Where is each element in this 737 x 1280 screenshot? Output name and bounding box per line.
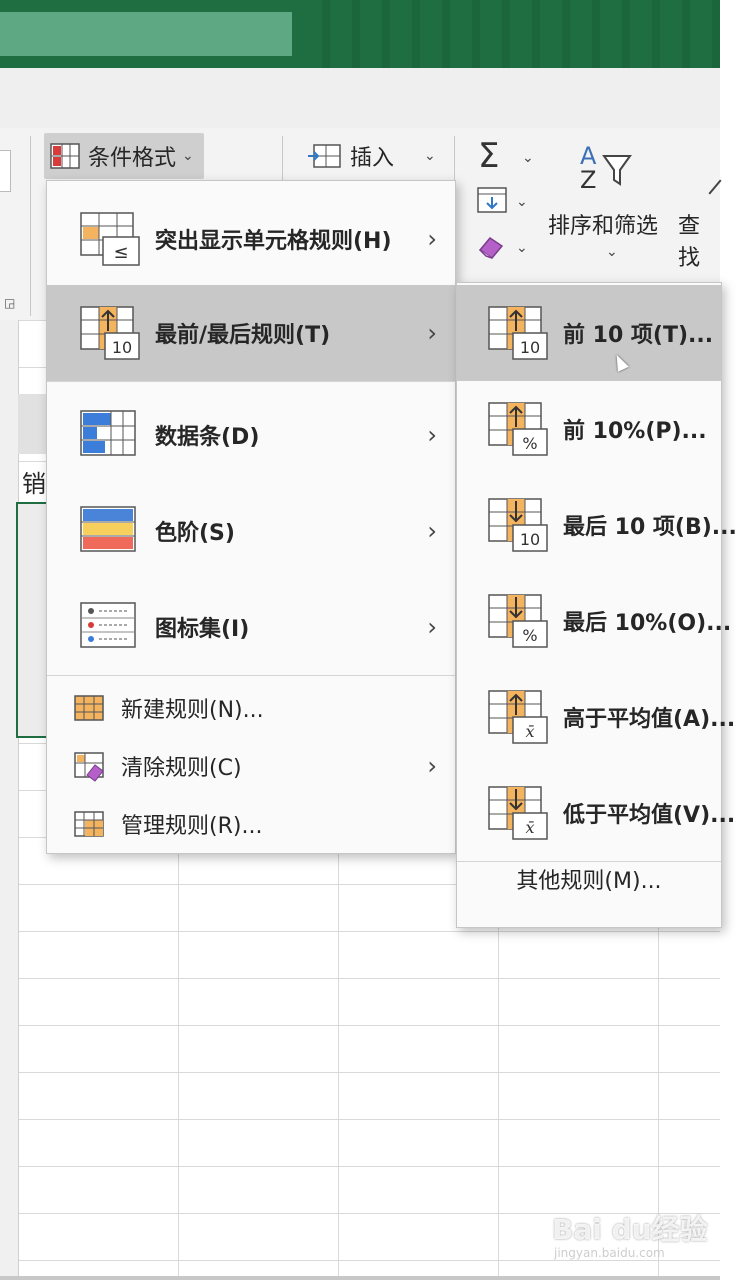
dialog-launcher-icon[interactable]: ◲ <box>4 296 16 310</box>
icon-badge: 10 <box>520 338 540 357</box>
watermark-logo: Bai du经验 <box>552 1213 708 1246</box>
menu-item-clear-rules[interactable]: 清除规则(C) › <box>47 737 455 795</box>
menu-item-data-bars[interactable]: 数据条(D) › <box>47 387 455 483</box>
bottom-border <box>0 1276 720 1280</box>
insert-label: 插入 <box>350 146 395 171</box>
title-bar <box>0 0 720 68</box>
submenu-item-top-10-items[interactable]: 10 前 10 项(T)... <box>457 285 721 381</box>
menu-item-label: 清除规则(C) <box>121 756 242 781</box>
color-scales-icon <box>80 506 136 552</box>
submenu-item-label: 高于平均值(A)... <box>563 707 736 732</box>
title-search-box[interactable] <box>0 12 292 56</box>
conditional-format-menu: ≤ 突出显示单元格规则(H) › 10 最前/最后规则(T) › 数据条(D) <box>46 180 456 854</box>
submenu-item-above-average[interactable]: x̄ 高于平均值(A)... <box>457 669 735 765</box>
submenu-item-top-10-percent[interactable]: % 前 10%(P)... <box>457 381 721 477</box>
menu-item-new-rule[interactable]: 新建规则(N)... <box>47 679 455 737</box>
menu-item-manage-rules[interactable]: 管理规则(R)... <box>47 795 455 853</box>
submenu-item-label: 前 10%(P)... <box>563 419 707 444</box>
sort-filter-label[interactable]: 排序和筛选 <box>548 214 659 239</box>
menu-item-label: 突出显示单元格规则(H) <box>155 229 392 254</box>
column-header[interactable] <box>18 394 48 454</box>
sort-filter-icon[interactable]: A Z <box>580 144 632 192</box>
menu-item-label: 色阶(S) <box>155 521 235 546</box>
conditional-format-button[interactable]: 条件格式 ⌄ <box>44 133 204 179</box>
conditional-format-label: 条件格式 <box>88 146 177 171</box>
submenu-item-below-average[interactable]: x̄ 低于平均值(V)... <box>457 765 735 861</box>
menu-item-label: 管理规则(R)... <box>121 814 263 839</box>
chevron-down-icon[interactable]: ⌄ <box>522 150 534 166</box>
icon-badge: 10 <box>520 530 540 549</box>
menu-item-color-scales[interactable]: 色阶(S) › <box>47 483 455 579</box>
chevron-right-icon: › <box>427 613 437 641</box>
bottom-10-percent-icon: % <box>488 594 548 648</box>
submenu-item-label: 最后 10 项(B)... <box>563 515 737 540</box>
menu-item-label: 新建规则(N)... <box>121 698 264 723</box>
find-select-label[interactable]: 查找 <box>678 214 701 271</box>
svg-text:≤: ≤ <box>113 242 128 263</box>
conditional-format-icon <box>50 143 80 169</box>
font-size-box[interactable] <box>0 150 11 192</box>
submenu-item-bottom-10-percent[interactable]: % 最后 10%(O)... <box>457 573 731 669</box>
menu-item-top-bottom-rules[interactable]: 10 最前/最后规则(T) › <box>47 285 455 381</box>
cell-text: 销 <box>22 470 46 498</box>
clear-eraser-icon[interactable] <box>476 232 508 260</box>
submenu-item-label: 低于平均值(V)... <box>563 803 736 828</box>
row-headers <box>0 320 19 1280</box>
chevron-right-icon: › <box>427 517 437 545</box>
watermark-url: jingyan.baidu.com <box>554 1246 665 1260</box>
top-bottom-rules-icon: 10 <box>80 306 140 360</box>
menu-item-label: 最前/最后规则(T) <box>155 323 331 348</box>
top-10-percent-icon: % <box>488 402 548 456</box>
chevron-right-icon: › <box>427 421 437 449</box>
chevron-right-icon: › <box>427 225 437 253</box>
new-rule-icon <box>74 695 104 721</box>
submenu-item-label: 前 10 项(T)... <box>563 323 714 348</box>
chevron-down-icon: ⌄ <box>424 148 436 164</box>
data-bars-icon <box>80 410 136 456</box>
top-10-items-icon: 10 <box>488 306 548 360</box>
below-average-icon: x̄ <box>488 786 548 840</box>
icon-badge: x̄ <box>525 818 534 837</box>
chevron-right-icon: › <box>427 319 437 347</box>
bottom-10-items-icon: 10 <box>488 498 548 552</box>
submenu-item-more-rules[interactable]: 其他规则(M)... <box>516 869 662 894</box>
menu-item-label: 数据条(D) <box>155 425 260 450</box>
top-bottom-rules-submenu: 10 前 10 项(T)... % 前 10%(P)... 10 最后 10 项… <box>456 282 737 928</box>
submenu-item-bottom-10-items[interactable]: 10 最后 10 项(B)... <box>457 477 737 573</box>
above-average-icon: x̄ <box>488 690 548 744</box>
insert-button[interactable]: 插入 ⌄ <box>300 133 442 179</box>
chevron-down-icon[interactable]: ⌄ <box>516 194 528 210</box>
menu-item-label: 图标集(I) <box>155 617 250 642</box>
menu-item-highlight-cells-rules[interactable]: ≤ 突出显示单元格规则(H) › <box>47 191 455 287</box>
chevron-down-icon[interactable]: ⌄ <box>606 244 618 260</box>
ribbon-separator <box>30 136 31 316</box>
fill-down-icon[interactable] <box>476 186 508 214</box>
title-bar-pattern <box>300 0 720 68</box>
highlight-cells-icon: ≤ <box>80 212 140 266</box>
menu-separator <box>47 675 455 676</box>
selected-range[interactable] <box>16 502 50 738</box>
autosum-icon[interactable]: Σ <box>478 136 500 176</box>
ribbon-tabs-area <box>0 68 720 128</box>
submenu-item-label: 最后 10%(O)... <box>563 611 732 636</box>
menu-separator <box>47 381 455 382</box>
chevron-down-icon[interactable]: ⌄ <box>516 240 528 256</box>
chevron-down-icon: ⌄ <box>182 148 194 164</box>
clear-rules-icon <box>74 752 104 782</box>
menu-item-icon-sets[interactable]: 图标集(I) › <box>47 579 455 675</box>
insert-cells-icon <box>308 144 341 168</box>
menu-separator <box>457 861 721 862</box>
svg-text:10: 10 <box>112 338 132 357</box>
manage-rules-icon <box>74 811 104 837</box>
chevron-right-icon: › <box>427 752 437 780</box>
icon-badge: % <box>522 434 537 453</box>
icon-sets-icon <box>80 602 136 648</box>
icon-badge: x̄ <box>525 722 534 741</box>
icon-badge: % <box>522 626 537 645</box>
